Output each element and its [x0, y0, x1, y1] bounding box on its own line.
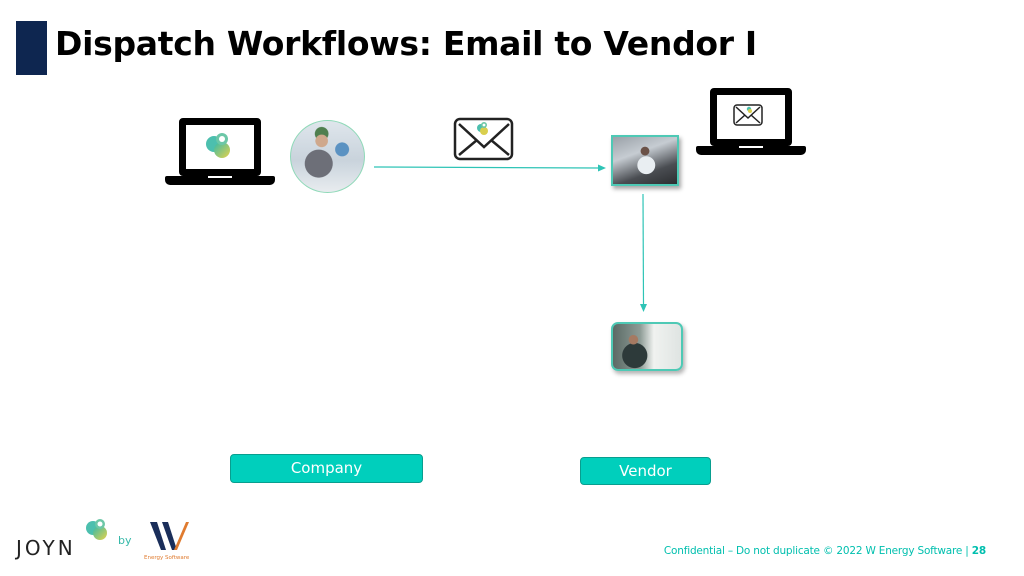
envelope-icon [453, 117, 514, 161]
truck-driver-photo [611, 322, 683, 371]
company-dispatcher-photo [290, 120, 365, 193]
small-envelope-icon [733, 104, 763, 126]
page-title: Dispatch Workflows: Email to Vendor I [55, 24, 757, 63]
joyn-bubble-icon [86, 519, 107, 540]
by-text: by [118, 534, 132, 547]
energy-software-text: Energy Software [144, 555, 190, 561]
title-accent-bar [16, 21, 47, 75]
vendor-dispatcher-photo [611, 135, 679, 186]
email-flow-arrow [373, 164, 606, 172]
company-laptop-icon [165, 118, 275, 186]
joyn-logo: JOYN [16, 516, 116, 561]
vendor-laptop-icon [696, 88, 806, 156]
dispatch-flow-arrow [640, 193, 647, 312]
company-label: Company [230, 454, 423, 483]
joyn-logo-icon [206, 133, 230, 158]
w-logo-icon [150, 522, 189, 550]
confidential-text: Confidential – Do not duplicate © 2022 W… [663, 545, 969, 557]
joyn-wordmark: JOYN [16, 536, 76, 560]
confidential-footer: Confidential – Do not duplicate © 2022 W… [664, 545, 986, 557]
vendor-label: Vendor [580, 457, 711, 485]
w-energy-logo: Energy Software [142, 520, 198, 564]
page-number: 28 [971, 545, 986, 557]
